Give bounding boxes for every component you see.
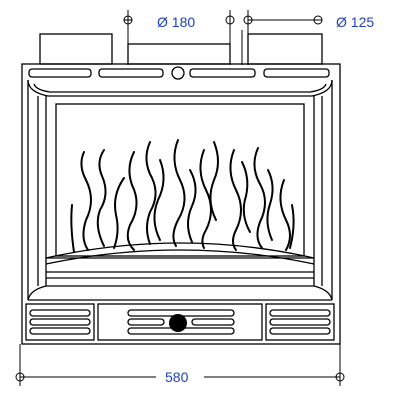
firebox-glass <box>55 103 305 257</box>
side-jambs <box>27 80 333 300</box>
right-flue-box <box>247 33 323 65</box>
top-knob <box>171 66 185 80</box>
bottom-sill <box>27 285 333 301</box>
circle-crosshair-icon <box>225 15 235 25</box>
knob-icon[interactable] <box>169 314 187 332</box>
center-flue-box <box>127 43 231 65</box>
top-vent-slots <box>28 68 330 78</box>
width-label: 580 <box>165 369 189 385</box>
fireplace-frame <box>21 63 341 345</box>
circle-crosshair-icon <box>335 372 345 382</box>
circle-crosshair-icon <box>15 372 25 382</box>
width-dimension <box>15 344 345 386</box>
flue-small-label: Ø 125 <box>336 14 374 30</box>
flue-dimension-lines <box>123 10 323 65</box>
flue-large-label: Ø 180 <box>157 14 195 30</box>
hood-arch <box>27 79 333 97</box>
log-bed <box>45 242 315 259</box>
flames <box>70 139 295 253</box>
left-flue-box <box>39 33 113 65</box>
